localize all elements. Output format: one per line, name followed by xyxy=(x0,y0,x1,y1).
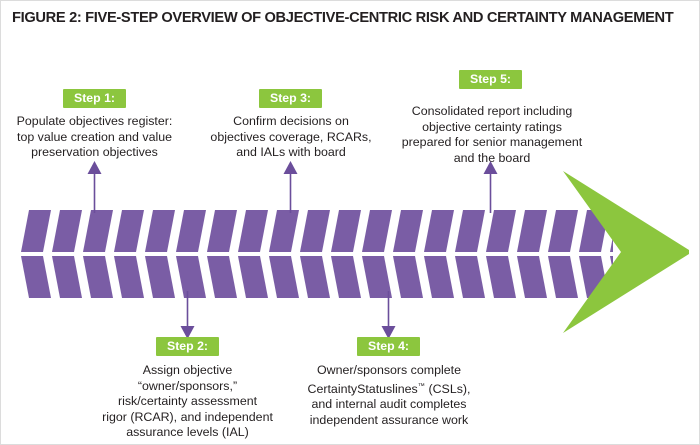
chevron-row-bottom xyxy=(21,256,617,298)
figure-title: FIGURE 2: FIVE-STEP OVERVIEW OF OBJECTIV… xyxy=(12,9,674,26)
step-4-text-part-2: (CSLs), and internal audit completes ind… xyxy=(309,381,471,427)
step-3-text: Confirm decisions on objectives coverage… xyxy=(210,114,372,160)
step-2-text: Assign objective “owner/sponsors,” risk/… xyxy=(102,363,273,440)
step-1-chip[interactable]: Step 1: xyxy=(63,89,126,108)
chevron-row-top xyxy=(21,210,617,252)
step-3-chip[interactable]: Step 3: xyxy=(259,89,322,108)
step-2-connector-arrow-down xyxy=(180,291,195,339)
trademark-symbol: ™ xyxy=(417,382,426,390)
step-4-chip[interactable]: Step 4: xyxy=(357,337,420,356)
step-5-chip[interactable]: Step 5: xyxy=(459,70,522,89)
step-5-text: Consolidated report including objective … xyxy=(401,104,583,165)
step-4-text: Owner/sponsors complete CertaintyStatusl… xyxy=(295,363,483,428)
step-4-connector-arrow-down xyxy=(381,291,396,339)
step-4-text-part-1: Owner/sponsors complete CertaintyStatusl… xyxy=(307,363,461,396)
step-2-chip[interactable]: Step 2: xyxy=(156,337,219,356)
chevron-band-graphic xyxy=(21,205,617,301)
step-3-connector-arrow-up xyxy=(283,161,298,213)
step-5-connector-arrow-up xyxy=(483,161,498,213)
step-1-text: Populate objectives register: top value … xyxy=(16,114,173,160)
green-arrow-head-icon xyxy=(563,171,689,333)
step-1-connector-arrow-up xyxy=(87,161,102,213)
